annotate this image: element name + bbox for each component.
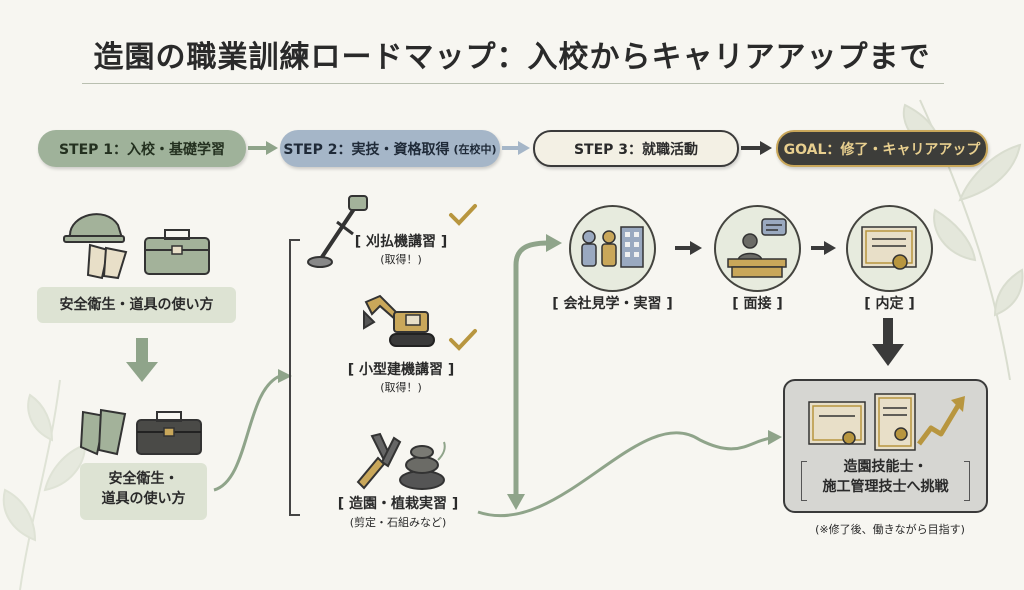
pruning-shears-stones-icon (356, 432, 446, 490)
arrow-step1-step2 (248, 141, 278, 155)
offer-circle (846, 205, 933, 292)
goal-text-line1: 造園技能士・ (843, 459, 928, 475)
connector-step2-to-goal-head (768, 430, 782, 445)
checkmark-icon (449, 204, 477, 226)
goal-note: (※修了後、働きながら目指す) (815, 523, 965, 536)
step2-item-sub: (剪定・石組みなど) (349, 516, 447, 529)
handshake-building-icon (581, 226, 644, 268)
leaf-decoration-right (902, 99, 1024, 380)
goal-pill: GOAL：修了・キャリアアップ (776, 130, 988, 167)
interview-desk-icon (727, 218, 787, 278)
step3-pill: STEP 3：就職活動 (533, 130, 739, 167)
connector-step2-to-goal (477, 431, 773, 518)
arrow-step2-step3 (502, 141, 530, 155)
step2-item-sub: (取得！) (380, 381, 422, 394)
helmet-gloves-toolbox-icon (63, 213, 210, 280)
connector-step1-to-step2 (213, 374, 281, 492)
down-arrow (126, 338, 158, 382)
step2-label: STEP 2：実技・資格取得 (283, 141, 450, 158)
arrow-visit-to-interview (675, 241, 702, 255)
certificates-growth-icon (808, 393, 965, 451)
goal-text: 造園技能士・ 施工管理技士へ挑戦 (800, 458, 971, 497)
arrow-offer-to-goal (872, 318, 904, 366)
page-title: 造園の職業訓練ロードマップ：入校からキャリアアップまで (93, 40, 931, 75)
connector-step2-to-step3 (513, 240, 549, 500)
connector-step2-to-step3-head (546, 234, 562, 252)
company-visit-circle (569, 205, 656, 292)
step1-caption-bottom: 安全衛生・ 道具の使い方 (80, 463, 207, 520)
step1-caption-top: 安全衛生・道具の使い方 (37, 287, 236, 323)
arrow-step3-goal (741, 141, 772, 155)
step2-item-label: [ 小型建機講習 ] (347, 362, 455, 378)
gloves-toolbox-icon (79, 408, 202, 456)
step2-bracket (289, 239, 300, 516)
step2-item-label: [ 造園・植栽実習 ] (337, 496, 459, 512)
step3-label: STEP 3：就職活動 (573, 141, 699, 158)
step1-caption-bottom-line1: 安全衛生・ (108, 471, 179, 487)
step1-pill: STEP 1：入校・基礎学習 (38, 130, 246, 167)
step2-item-label: [ 刈払機講習 ] (354, 234, 448, 250)
mini-excavator-icon (363, 294, 435, 347)
step2-pill: STEP 2：実技・資格取得 (在校中) (280, 130, 500, 167)
goal-bracket-left (801, 461, 807, 501)
step1-label: STEP 1：入校・基礎学習 (58, 141, 226, 158)
certificate-icon (861, 226, 917, 270)
step3-item-label: [ 内定 ] (864, 296, 915, 312)
step3-item-label: [ 会社見学・実習 ] (552, 296, 673, 312)
step3-item-label: [ 面接 ] (732, 296, 783, 312)
connector-step2-to-step3-tail (507, 494, 525, 510)
goal-label: GOAL：修了・キャリアアップ (783, 141, 981, 158)
step1-caption-top-text: 安全衛生・道具の使い方 (59, 297, 214, 313)
goal-bracket-right (964, 461, 970, 501)
step2-item-sub: (取得！) (380, 253, 422, 266)
checkmark-icon (449, 329, 477, 351)
arrow-interview-to-offer (811, 241, 836, 255)
step2-note: (在校中) (453, 142, 497, 156)
brush-cutter-icon (307, 195, 368, 268)
step1-caption-bottom-line2: 道具の使い方 (101, 491, 186, 508)
title-divider (82, 83, 944, 84)
connector-step1-to-step2-head (278, 369, 292, 383)
goal-text-line2: 施工管理技士へ挑戦 (822, 478, 949, 495)
interview-circle (714, 205, 801, 292)
